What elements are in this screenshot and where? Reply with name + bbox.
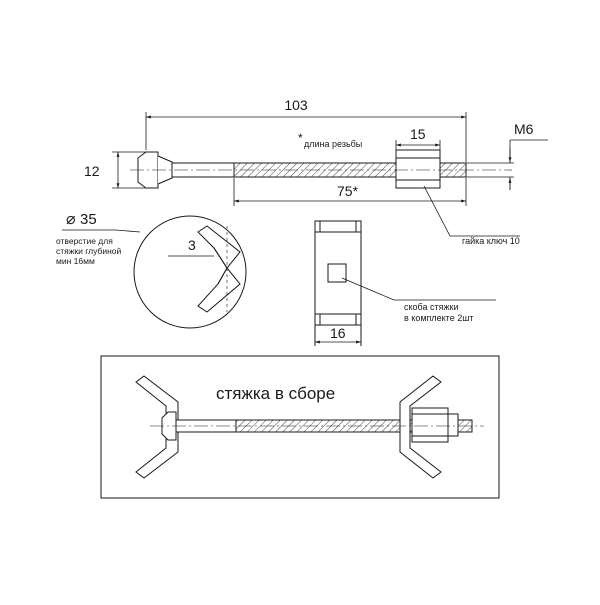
dimension-overall-label: 103: [284, 97, 308, 113]
dimension-head-label: 12: [84, 163, 100, 179]
nut-note: гайка ключ 10: [462, 236, 520, 246]
thread-note: длина резьбы: [304, 139, 362, 149]
assembly-right-bracket: [399, 375, 442, 479]
bracket-width-label: 16: [330, 325, 346, 341]
bracket-drawing: [314, 220, 362, 346]
dimension-head: [112, 151, 146, 189]
nut-leader: [423, 185, 520, 237]
diameter-symbol: ⌀: [66, 211, 76, 228]
bracket-note-line-1: скоба стяжки: [404, 302, 458, 312]
bracket-hole: [327, 263, 347, 283]
bracket-body: [314, 220, 362, 326]
bracket-leader: [341, 277, 496, 301]
nut: [395, 149, 441, 189]
dimension-thread-label: 75*: [337, 183, 359, 199]
dimension-thread: [233, 178, 467, 206]
hole-note-line-1: отверстие для: [56, 236, 113, 246]
bracket-arm-label: 3: [188, 237, 196, 253]
assembly-nut: [411, 407, 449, 443]
assembly-title: стяжка в сборе: [216, 384, 335, 403]
bracket-note-line-2: в комплекте 2шт: [404, 313, 474, 323]
diameter-label: 35: [80, 211, 97, 228]
dimension-overall: [145, 112, 467, 162]
hole-detail: [133, 215, 247, 329]
diameter-leader: [62, 229, 141, 233]
assembly-frame: [100, 355, 500, 499]
hole-note-line-3: мин 16мм: [56, 256, 95, 266]
dimension-nut: [395, 140, 441, 150]
bolt-drawing: [130, 149, 512, 189]
thread-note-star: *: [298, 131, 303, 145]
dimension-thread-size: [466, 139, 548, 190]
hole-note-line-2: стяжки глубиной: [56, 246, 122, 256]
dimension-nut-label: 15: [410, 126, 426, 142]
assembly-drawing: [135, 375, 484, 479]
dimension-thread-size-label: M6: [514, 121, 534, 137]
